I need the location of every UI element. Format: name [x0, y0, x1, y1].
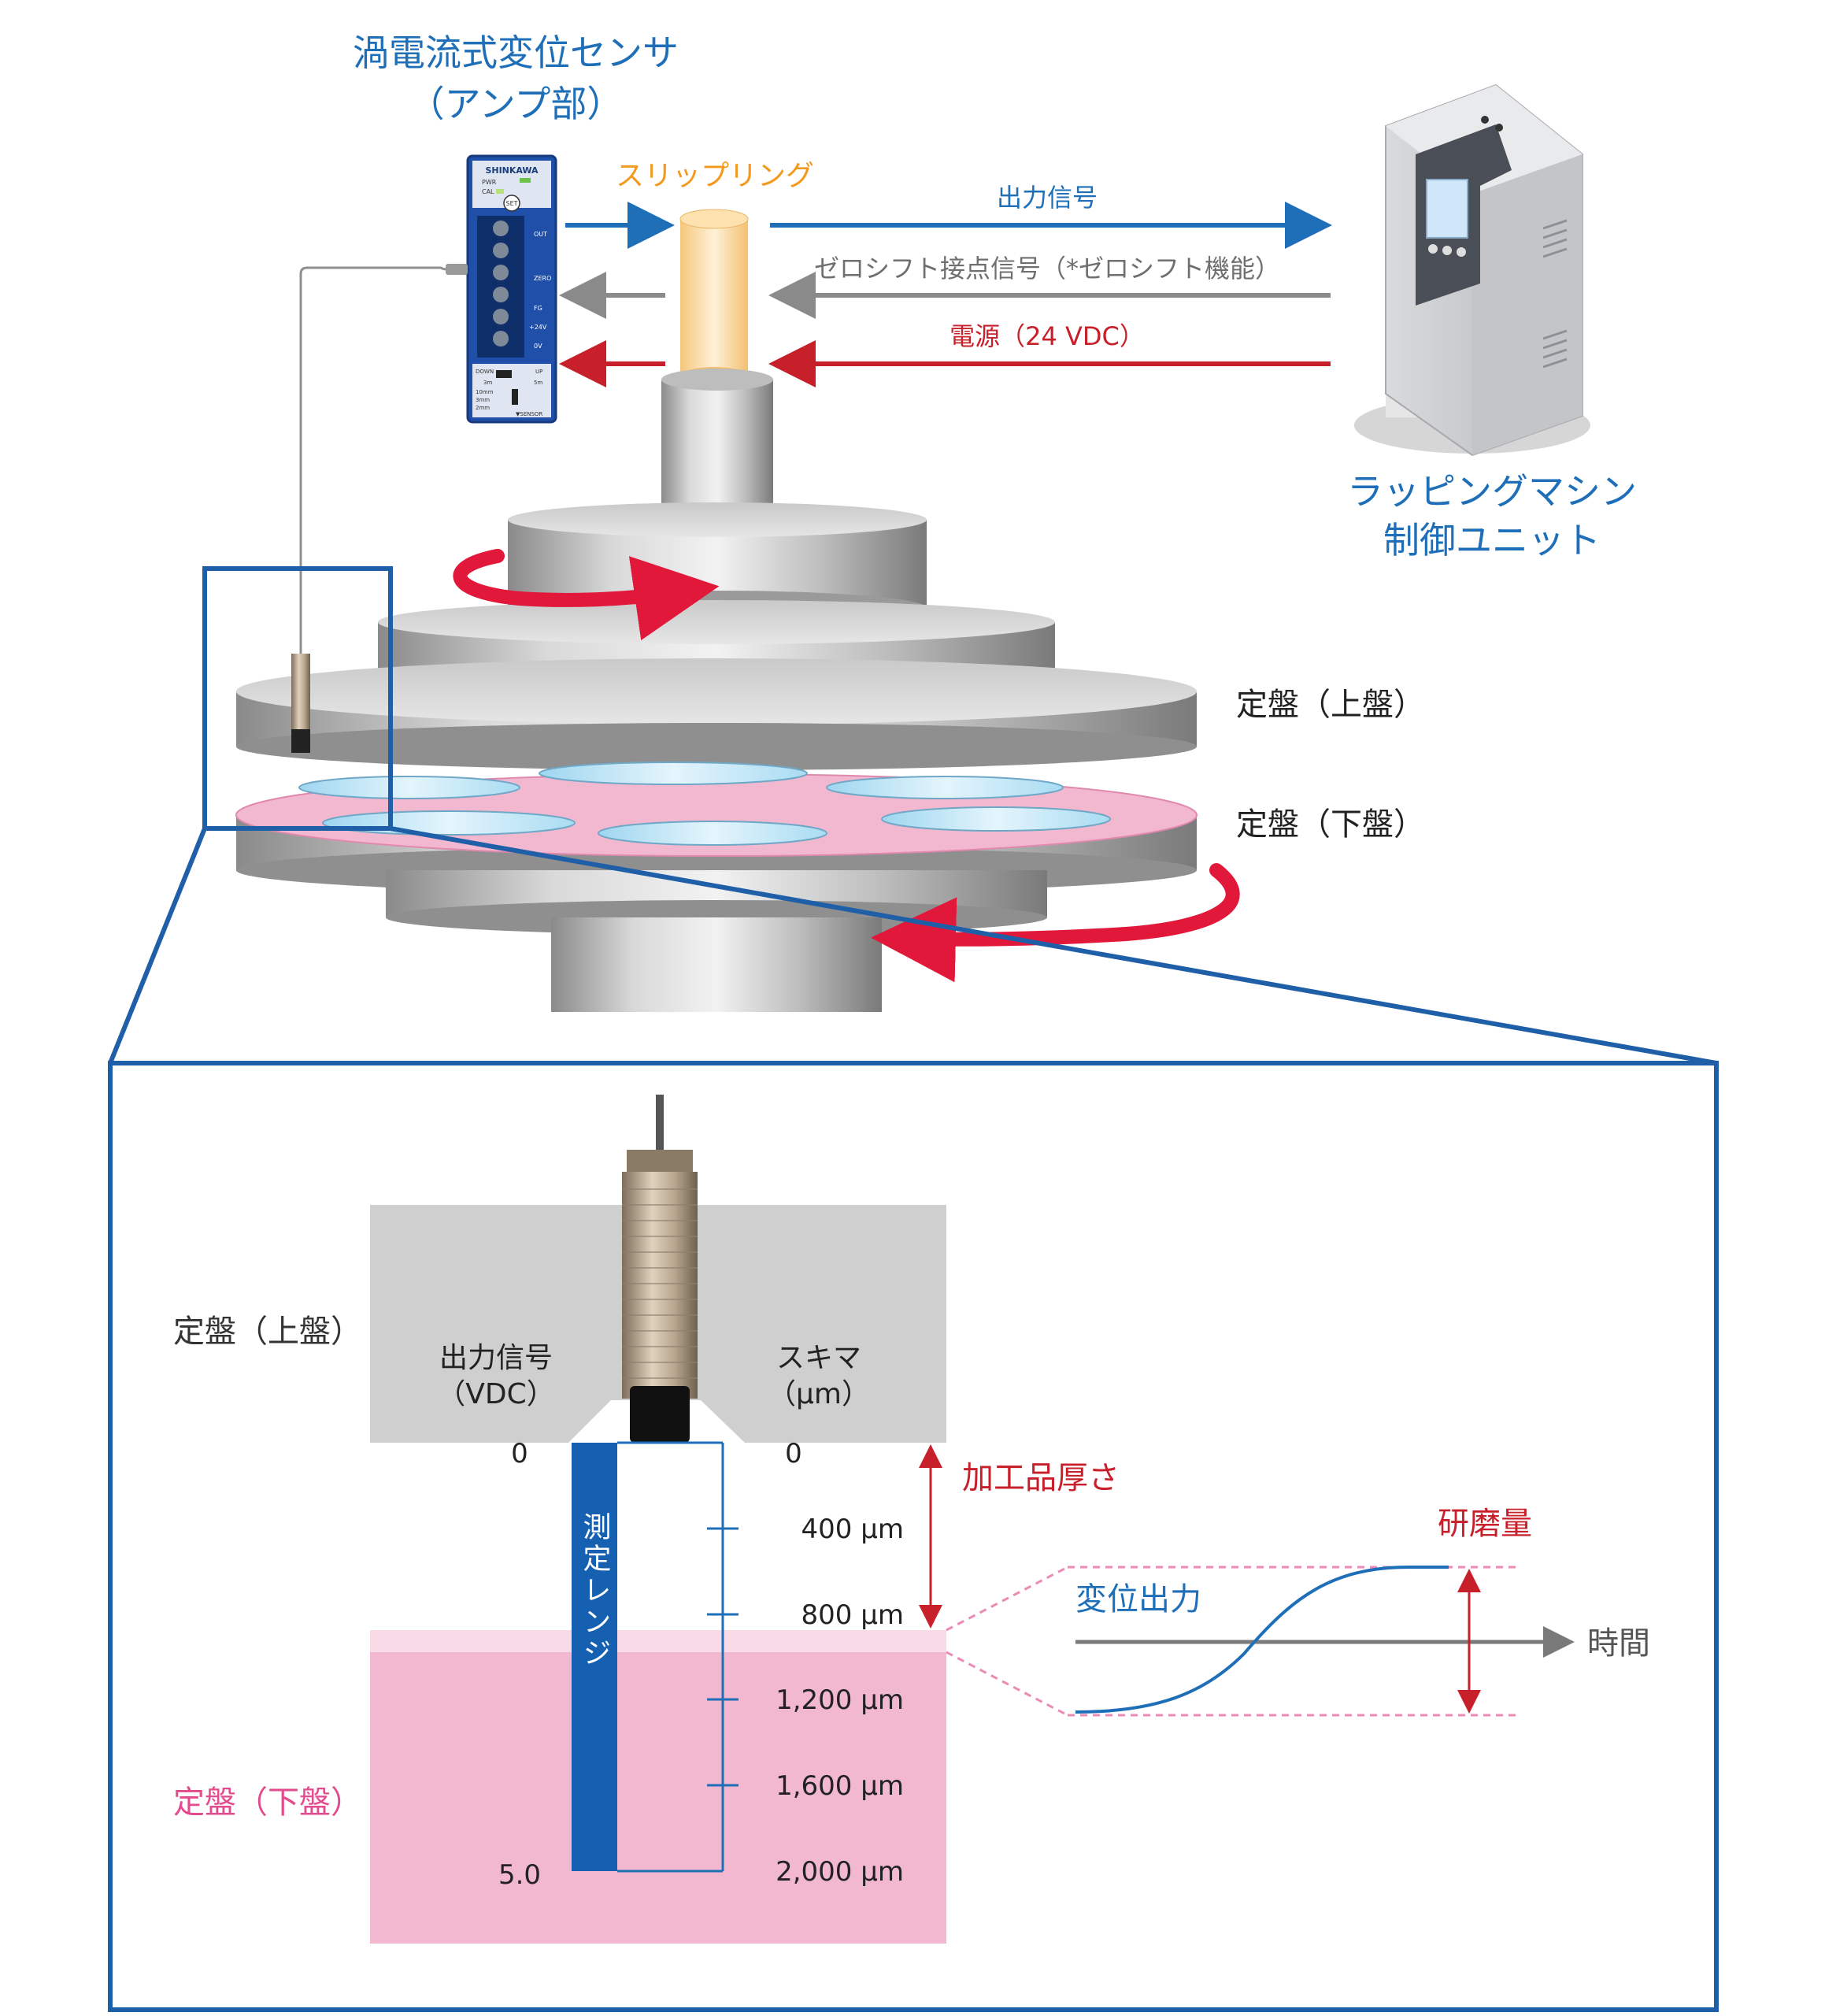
tick-1600: 1,600 μm [776, 1770, 904, 1802]
zero-shift-label: ゼロシフト接点信号（*ゼロシフト機能） [814, 254, 1280, 284]
control-unit-line2: 制御ユニット [1383, 519, 1601, 561]
output-signal-heading-2: （VDC） [437, 1378, 555, 1410]
detail-workpiece-band [370, 1630, 946, 1652]
amp-brand: SHINKAWA [485, 165, 539, 176]
amplifier-unit: SHINKAWA PWR CAL SET OUT ZERO FG +24V 0V… [466, 154, 557, 424]
polish-amount-label: 研磨量 [1438, 1506, 1532, 1542]
amp-sensor-label: ▼SENSOR [516, 411, 542, 417]
cal-led [496, 189, 504, 194]
zoom-line-right [390, 826, 1717, 1065]
slip-ring [679, 209, 749, 386]
detail-upper-label: 定盤（上盤） [173, 1314, 362, 1350]
range-switch[interactable] [496, 370, 512, 378]
gap-heading-2: （μm） [768, 1378, 870, 1410]
connector-dash-lower [946, 1651, 1068, 1717]
upper-platen-label: 定盤（上盤） [1236, 687, 1425, 723]
amp-3mm-label: 3mm [476, 397, 490, 403]
workpiece-thickness-label: 加工品厚さ [962, 1460, 1120, 1496]
slip-ring-label: スリップリング [616, 160, 814, 192]
output-signal-heading-1: 出力信号 [439, 1342, 553, 1374]
detail-frame [108, 1061, 1719, 2012]
amp-fg-label: FG [534, 305, 542, 312]
gap-scale [617, 1441, 739, 1873]
displacement-output-label: 変位出力 [1075, 1581, 1201, 1618]
time-label: 時間 [1587, 1625, 1650, 1662]
measurement-range-label: 測定レンジ [579, 1512, 611, 1670]
unit-screen [1426, 179, 1468, 239]
control-unit [1354, 83, 1590, 457]
detail-lower-platen [370, 1652, 946, 1944]
sensor-switch[interactable] [512, 389, 518, 405]
amp-set-label: SET [505, 200, 517, 207]
upper-shaft [661, 369, 773, 520]
voltage-zero: 0 [511, 1438, 528, 1469]
amp-10mm-label: 10mm [476, 389, 494, 395]
wafers [298, 762, 1111, 846]
zoom-line-left [108, 827, 207, 1065]
gap-heading-1: スキマ [776, 1342, 861, 1374]
gap-zero: 0 [785, 1438, 802, 1469]
amp-3m-label: 3m [483, 380, 492, 386]
tick-2000: 2,000 μm [776, 1856, 904, 1888]
amp-0v-label: 0V [534, 343, 542, 350]
tick-400: 400 μm [801, 1514, 904, 1545]
displacement-curve [1075, 1566, 1449, 1714]
measurement-range-bar [572, 1443, 617, 1871]
amp-out-label: OUT [534, 231, 547, 238]
detail-sensor [622, 1095, 698, 1443]
connector-dash-upper [946, 1566, 1068, 1632]
amp-up-label: UP [535, 369, 542, 375]
voltage-max: 5.0 [498, 1859, 541, 1891]
upper-platen [236, 658, 1197, 770]
pwr-led [520, 178, 531, 183]
output-signal-label: 出力信号 [997, 183, 1098, 213]
control-unit-line1: ラッピングマシン [1347, 470, 1637, 513]
lower-rotation-arrow [871, 863, 1240, 983]
amp-zero-label: ZERO [534, 275, 551, 282]
cable-connector [446, 264, 468, 275]
lower-platen-label: 定盤（下盤） [1236, 806, 1425, 843]
tick-1200: 1,200 μm [776, 1684, 904, 1716]
upper-rotation-arrow [453, 549, 720, 641]
amp-down-label: DOWN [476, 369, 494, 375]
tick-800: 800 μm [801, 1599, 904, 1631]
amp-24v-label: +24V [529, 324, 547, 331]
amp-title-line2: （アンプ部） [409, 83, 624, 125]
terminal-screws [493, 220, 509, 346]
amp-title-line1: 渦電流式変位センサ [353, 32, 679, 74]
amp-2mm-label: 2mm [476, 405, 490, 411]
power-label: 電源（24 VDC） [950, 321, 1145, 351]
sensor-on-platen [291, 654, 310, 753]
set-button[interactable] [503, 195, 520, 212]
sensor-cable [299, 266, 468, 654]
amp-cal-label: CAL [482, 188, 494, 195]
zoom-box [202, 566, 393, 831]
amp-pwr-label: PWR [482, 179, 497, 186]
detail-lower-label: 定盤（下盤） [173, 1784, 362, 1821]
amp-5m-label: 5m [534, 380, 542, 386]
